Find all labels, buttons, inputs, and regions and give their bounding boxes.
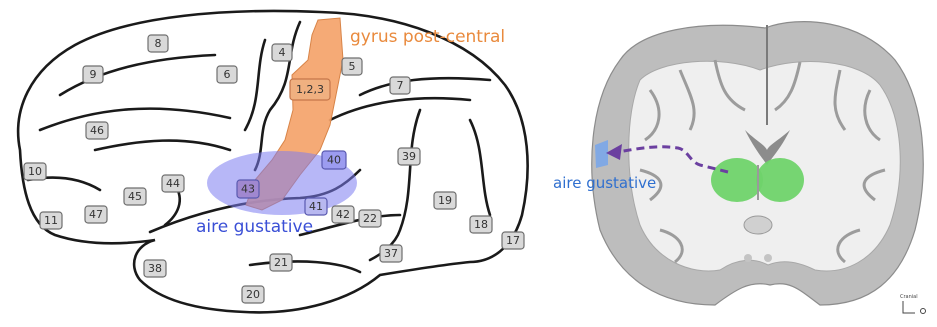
svg-text:21: 21 [274,256,288,269]
svg-text:11: 11 [44,214,58,227]
hypothalamus [744,216,772,234]
mammillary-body-right [764,254,772,262]
svg-text:43: 43 [241,183,255,196]
svg-text:38: 38 [148,262,162,275]
svg-text:17: 17 [506,234,520,247]
brodmann-area-9: 9 [83,66,103,83]
orientation-label: Cranial [900,294,918,300]
svg-text:40: 40 [327,154,341,167]
brodmann-area-1-2-3: 1,2,3 [290,79,330,100]
brodmann-area-37: 37 [380,245,402,262]
brodmann-area-17: 17 [502,232,524,249]
brodmann-area-20: 20 [242,286,264,303]
gustatory-area-label-left: aire gustative [196,217,313,237]
svg-text:46: 46 [90,124,104,137]
brodmann-area-10: 10 [24,163,46,180]
svg-text:47: 47 [89,208,103,221]
brodmann-area-45: 45 [124,188,146,205]
brodmann-area-39: 39 [398,148,420,165]
brodmann-area-22: 22 [359,210,381,227]
brodmann-area-47: 47 [85,206,107,223]
postcentral-gyrus-label: gyrus post-central [350,27,505,47]
mammillary-body-left [744,254,752,262]
svg-text:20: 20 [246,288,260,301]
orientation-marker: Cranial [900,294,926,314]
svg-text:45: 45 [128,190,142,203]
brodmann-area-21: 21 [270,254,292,271]
coronal-brain-section [592,22,923,305]
svg-text:19: 19 [438,194,452,207]
brodmann-area-5: 5 [342,58,362,75]
svg-text:37: 37 [384,247,398,260]
brodmann-area-8: 8 [148,35,168,52]
brodmann-area-46: 46 [86,122,108,139]
brodmann-area-44: 44 [162,175,184,192]
svg-text:42: 42 [336,208,350,221]
svg-text:39: 39 [402,150,416,163]
svg-text:44: 44 [166,177,180,190]
svg-text:10: 10 [28,165,42,178]
svg-text:6: 6 [224,68,231,81]
svg-text:18: 18 [474,218,488,231]
brodmann-area-7: 7 [390,77,410,94]
svg-text:7: 7 [397,79,404,92]
brodmann-area-41: 41 [305,198,327,215]
brodmann-area-6: 6 [217,66,237,83]
brodmann-area-19: 19 [434,192,456,209]
svg-text:9: 9 [90,68,97,81]
svg-text:5: 5 [349,60,356,73]
right-thalamus [756,158,804,202]
brodmann-area-38: 38 [144,260,166,277]
brodmann-area-43: 43 [237,180,259,198]
gustatory-area-label-right: aire gustative [553,174,656,192]
left-thalamus [711,158,763,202]
svg-text:1,2,3: 1,2,3 [296,83,324,96]
brodmann-area-40: 40 [322,151,346,169]
brodmann-area-18: 18 [470,216,492,233]
brodmann-area-11: 11 [40,212,62,229]
svg-text:8: 8 [155,37,162,50]
svg-text:41: 41 [309,200,323,213]
svg-text:4: 4 [279,46,286,59]
svg-text:22: 22 [363,212,377,225]
brodmann-area-4: 4 [272,44,292,61]
brodmann-area-42: 42 [332,206,354,223]
